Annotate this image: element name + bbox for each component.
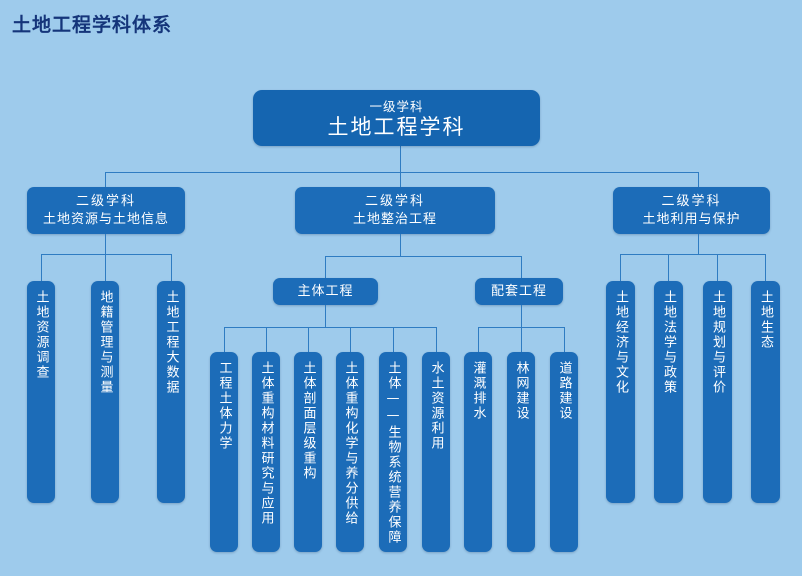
leaf-label: 土地规划与评价 bbox=[710, 290, 725, 395]
leaf-label: 土地生态 bbox=[758, 290, 773, 350]
node-branch-1-level: 二级学科 bbox=[75, 193, 136, 209]
leaf-label: 灌溉排水 bbox=[470, 361, 486, 421]
node-branch-3-name: 土地利用与保护 bbox=[642, 211, 741, 227]
leaf-soil-bio-system-nutrition[interactable]: 土体——生物系统营养保障 bbox=[379, 352, 407, 552]
leaf-soil-chemistry-nutrient-supply[interactable]: 土体重构化学与养分供给 bbox=[336, 352, 364, 552]
leaf-engineering-soil-mechanics[interactable]: 工程土体力学 bbox=[210, 352, 238, 552]
connector-b3-leaf1 bbox=[620, 254, 621, 281]
node-branch-3-level: 二级学科 bbox=[661, 193, 722, 209]
node-branch-2-name: 土地整治工程 bbox=[352, 211, 437, 227]
node-group-supporting-works-label: 配套工程 bbox=[490, 283, 547, 299]
node-group-supporting-works[interactable]: 配套工程 bbox=[475, 278, 563, 305]
leaf-land-law-policy[interactable]: 土地法学与政策 bbox=[654, 281, 683, 503]
node-branch-2[interactable]: 二级学科 土地整治工程 bbox=[295, 187, 495, 234]
connector-b3-leaf3 bbox=[717, 254, 718, 281]
leaf-land-engineering-bigdata[interactable]: 土地工程大数据 bbox=[157, 281, 185, 503]
connector-g1-stem bbox=[325, 305, 326, 327]
leaf-label: 土体——生物系统营养保障 bbox=[385, 361, 401, 545]
connector-b2-group1 bbox=[325, 256, 326, 278]
connector-g1-leaf5 bbox=[393, 327, 394, 352]
connector-g2-leaf1 bbox=[478, 327, 479, 352]
leaf-label: 地籍管理与测量 bbox=[97, 290, 113, 395]
page-title: 土地工程学科体系 bbox=[12, 14, 173, 36]
connector-b3-leaf4 bbox=[765, 254, 766, 281]
node-branch-2-level: 二级学科 bbox=[364, 193, 425, 209]
connector-root-stem bbox=[400, 146, 401, 172]
leaf-label: 土地经济与文化 bbox=[613, 290, 628, 395]
node-root-name: 土地工程学科 bbox=[327, 114, 466, 139]
node-branch-1-name: 土地资源与土地信息 bbox=[42, 211, 169, 227]
connector-branch1-drop bbox=[105, 172, 106, 187]
connector-b3-bus bbox=[620, 254, 765, 255]
connector-level2-bus bbox=[105, 172, 699, 173]
leaf-soil-reconstruction-materials[interactable]: 土体重构材料研究与应用 bbox=[252, 352, 280, 552]
leaf-label: 土地工程大数据 bbox=[163, 290, 179, 395]
node-group-main-works[interactable]: 主体工程 bbox=[273, 278, 378, 305]
connector-g2-leaf3 bbox=[564, 327, 565, 352]
leaf-water-soil-resource-use[interactable]: 水土资源利用 bbox=[422, 352, 450, 552]
connector-g1-leaf2 bbox=[266, 327, 267, 352]
connector-b1-leaf1 bbox=[41, 254, 42, 281]
leaf-label: 土地资源调查 bbox=[33, 290, 49, 380]
leaf-soil-profile-layer-reconstruction[interactable]: 土体剖面层级重构 bbox=[294, 352, 322, 552]
leaf-land-planning-evaluation[interactable]: 土地规划与评价 bbox=[703, 281, 732, 503]
node-branch-3[interactable]: 二级学科 土地利用与保护 bbox=[613, 187, 770, 234]
connector-g1-leaf6 bbox=[436, 327, 437, 352]
connector-g1-leaf3 bbox=[308, 327, 309, 352]
leaf-label: 土体剖面层级重构 bbox=[300, 361, 316, 481]
connector-b1-leaf3 bbox=[171, 254, 172, 281]
connector-b1-stem bbox=[105, 234, 106, 254]
connector-g1-bus bbox=[224, 327, 436, 328]
connector-b3-stem bbox=[698, 234, 699, 254]
leaf-road-construction[interactable]: 道路建设 bbox=[550, 352, 578, 552]
connector-b2-bus bbox=[325, 256, 521, 257]
leaf-label: 土地法学与政策 bbox=[661, 290, 676, 395]
node-group-main-works-label: 主体工程 bbox=[297, 283, 354, 299]
connector-branch3-drop bbox=[698, 172, 699, 187]
node-branch-1[interactable]: 二级学科 土地资源与土地信息 bbox=[27, 187, 185, 234]
leaf-label: 土体重构化学与养分供给 bbox=[342, 361, 358, 526]
leaf-cadastral-management[interactable]: 地籍管理与测量 bbox=[91, 281, 119, 503]
connector-branch2-drop bbox=[400, 172, 401, 187]
connector-g2-leaf2 bbox=[521, 327, 522, 352]
connector-g2-stem bbox=[521, 305, 522, 327]
leaf-label: 水土资源利用 bbox=[428, 361, 444, 451]
connector-g1-leaf4 bbox=[350, 327, 351, 352]
node-root-level: 一级学科 bbox=[369, 98, 424, 114]
node-root[interactable]: 一级学科 土地工程学科 bbox=[253, 90, 540, 146]
connector-b2-group2 bbox=[521, 256, 522, 278]
leaf-irrigation-drainage[interactable]: 灌溉排水 bbox=[464, 352, 492, 552]
connector-b1-bus bbox=[41, 254, 171, 255]
connector-b3-leaf2 bbox=[668, 254, 669, 281]
leaf-label: 道路建设 bbox=[556, 361, 572, 421]
leaf-label: 林网建设 bbox=[513, 361, 529, 421]
connector-b2-stem bbox=[400, 234, 401, 256]
connector-b1-leaf2 bbox=[105, 254, 106, 281]
leaf-land-economics-culture[interactable]: 土地经济与文化 bbox=[606, 281, 635, 503]
leaf-label: 工程土体力学 bbox=[216, 361, 232, 451]
leaf-land-ecology[interactable]: 土地生态 bbox=[751, 281, 780, 503]
leaf-land-resource-survey[interactable]: 土地资源调查 bbox=[27, 281, 55, 503]
leaf-shelterbelt-construction[interactable]: 林网建设 bbox=[507, 352, 535, 552]
leaf-label: 土体重构材料研究与应用 bbox=[258, 361, 274, 526]
connector-g1-leaf1 bbox=[224, 327, 225, 352]
